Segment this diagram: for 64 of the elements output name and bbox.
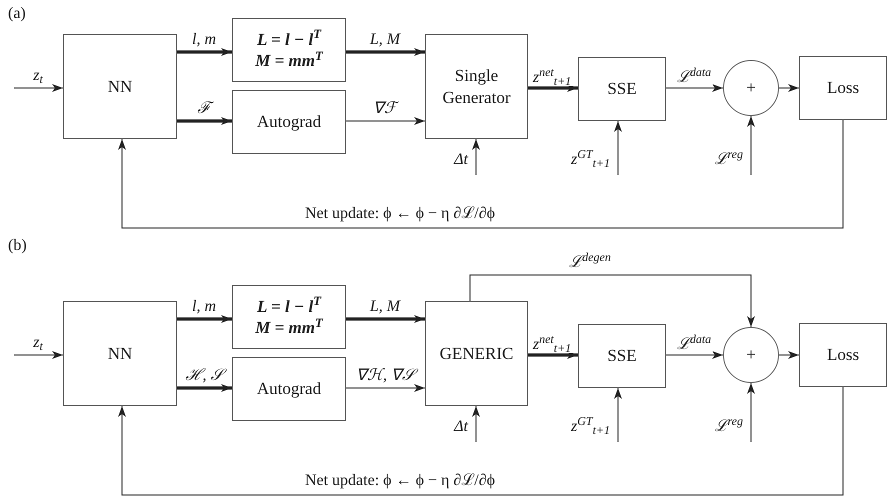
edge-label: L, M (368, 299, 402, 315)
arrow (118, 120, 844, 228)
arrow (118, 386, 844, 496)
arrow (177, 48, 232, 56)
arrow (778, 84, 800, 92)
box-text: Autograd (256, 378, 322, 400)
formula-text: L = l − l$^{T}$ (257, 296, 321, 317)
process-box (232, 90, 346, 154)
process-box (63, 301, 177, 406)
edge-label: Net update: ϕ ← ϕ − η ∂ℒ/∂ϕ (302, 473, 498, 489)
process-box (799, 56, 887, 120)
box-text: Loss (826, 77, 860, 99)
arrow (14, 84, 64, 92)
arrow (177, 384, 232, 392)
process-box (578, 324, 666, 388)
formula-text: M = mm$^{T}$ (255, 317, 323, 338)
process-box (232, 357, 346, 421)
box-text: Loss (826, 344, 860, 366)
process-box (799, 323, 887, 387)
arrow (528, 351, 578, 359)
edge-label: l, m (190, 32, 218, 48)
arrow (747, 382, 755, 442)
arrow (528, 84, 578, 92)
edge-label: ℒ$^{data}$ (674, 70, 714, 86)
process-box (63, 34, 177, 139)
arrow (346, 384, 426, 392)
arrow (14, 351, 64, 359)
process-box (578, 57, 666, 121)
box-text: NN (108, 342, 132, 364)
arrow (614, 388, 622, 442)
box-text: SSE (607, 78, 637, 100)
panel-label: (a) (8, 6, 26, 22)
arrow (177, 315, 232, 323)
process-box (425, 301, 528, 406)
arrow (614, 120, 622, 176)
formula-box (232, 18, 346, 82)
box-text: Autograd (256, 111, 322, 133)
arrow (346, 48, 425, 56)
box-text: GENERIC (440, 342, 514, 364)
arrow (346, 117, 426, 125)
arrow (472, 138, 480, 176)
process-box (425, 34, 528, 139)
edge-label: Net update: ϕ ← ϕ − η ∂ℒ/∂ϕ (302, 206, 498, 222)
arrow (778, 351, 800, 359)
arrow (470, 274, 755, 328)
formula-text: M = mm$^{T}$ (255, 50, 323, 72)
formula-box (232, 285, 346, 349)
arrow (666, 351, 724, 359)
box-text: Single Generator (442, 65, 512, 108)
formula-text: L = l − l$^{T}$ (257, 28, 321, 50)
box-text: + (746, 344, 756, 366)
box-text: + (746, 77, 756, 99)
edge-label: ℋ, 𝒮 (184, 368, 224, 384)
arrow (747, 116, 755, 176)
edge-label: l, m (190, 299, 218, 315)
arrow (472, 406, 480, 442)
box-text: NN (108, 76, 132, 98)
arrow (666, 84, 724, 92)
box-text: SSE (607, 345, 637, 367)
edge-label: L, M (368, 32, 402, 48)
edge-label: ℒ$^{data}$ (674, 337, 714, 353)
arrow (177, 117, 232, 125)
arrow (346, 315, 425, 323)
panel-label: (b) (8, 238, 27, 254)
